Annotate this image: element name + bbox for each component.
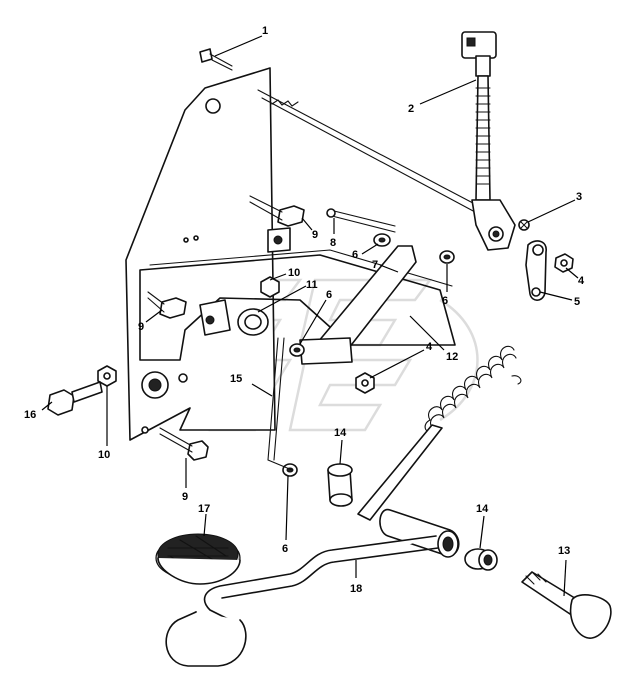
callout-10-a: 10 (269, 267, 300, 281)
svg-text:5: 5 (574, 296, 580, 308)
callout-9-c: 9 (182, 458, 188, 503)
svg-text:2: 2 (408, 103, 414, 115)
svg-text:9: 9 (182, 491, 188, 503)
pivot-bolt (521, 571, 612, 639)
spacer (199, 299, 269, 336)
mounting-plate (125, 67, 291, 441)
svg-text:14: 14 (334, 427, 347, 439)
bolt-middle (147, 291, 187, 319)
lock-nut-upper (260, 276, 280, 298)
bushing-b (439, 250, 455, 264)
bushing-c (289, 343, 305, 357)
callout-18: 18 (350, 560, 362, 595)
hex-bolt (47, 381, 103, 416)
svg-text:16: 16 (24, 409, 36, 421)
svg-text:9: 9 (138, 321, 144, 333)
pedal-rod (165, 535, 439, 667)
svg-text:15: 15 (230, 373, 242, 385)
flange-bushing-lower (464, 548, 498, 571)
svg-text:6: 6 (442, 295, 448, 307)
bushing-a (373, 233, 391, 247)
callout-6-a: 6 (352, 243, 379, 261)
cable-adjuster (461, 31, 516, 251)
svg-text:4: 4 (578, 275, 585, 287)
svg-text:4: 4 (426, 341, 433, 353)
callout-14-b: 14 (476, 503, 489, 549)
svg-text:3: 3 (576, 191, 582, 203)
lock-nut-lower (97, 365, 117, 387)
svg-text:7: 7 (372, 259, 378, 271)
callout-4-upper: 4 (565, 267, 585, 287)
callout-5: 5 (539, 291, 580, 308)
hex-nut-lower (355, 372, 375, 394)
svg-text:10: 10 (288, 267, 300, 279)
lever-arm (299, 245, 417, 365)
pedal-arm (357, 424, 460, 558)
svg-text:6: 6 (282, 543, 288, 555)
callout-16: 16 (24, 401, 53, 421)
link-rod (257, 89, 491, 221)
top-bolt (199, 48, 233, 71)
svg-text:8: 8 (330, 237, 336, 249)
callout-14-a: 14 (334, 427, 347, 465)
svg-text:9: 9 (312, 229, 318, 241)
bellcrank-lever (525, 240, 547, 301)
small-screw (518, 219, 530, 231)
callout-13: 13 (558, 545, 570, 597)
svg-text:18: 18 (350, 583, 362, 595)
return-spring (424, 345, 522, 433)
hex-nut-upper (554, 253, 574, 273)
callout-3: 3 (527, 191, 582, 223)
flange-bushing-upper (327, 463, 353, 507)
callout-6-c: 6 (299, 289, 332, 345)
control-rod (267, 337, 293, 471)
svg-text:1: 1 (262, 25, 268, 37)
callout-7: 7 (372, 259, 399, 273)
pedal-pad (155, 533, 241, 585)
callout-9-b: 9 (138, 309, 163, 333)
callout-17: 17 (198, 503, 210, 537)
bushing-d (282, 463, 298, 477)
svg-text:17: 17 (198, 503, 210, 515)
bolt-upper (249, 195, 305, 227)
callout-15: 15 (230, 373, 273, 397)
svg-text:10: 10 (98, 449, 110, 461)
svg-text:14: 14 (476, 503, 489, 515)
callout-1: 1 (214, 25, 268, 57)
svg-text:11: 11 (306, 279, 318, 291)
svg-text:6: 6 (326, 289, 332, 301)
callout-11: 11 (257, 279, 318, 313)
callout-10-b: 10 (98, 386, 110, 461)
svg-text:6: 6 (352, 249, 358, 261)
callout-12: 12 (409, 315, 458, 363)
callout-2: 2 (408, 79, 477, 115)
callout-6-d: 6 (282, 475, 289, 555)
callout-9-a: 9 (301, 217, 318, 241)
callout-6-b: 6 (442, 264, 448, 307)
svg-text:13: 13 (558, 545, 570, 557)
spring-clip (326, 208, 396, 233)
bolt-lower (159, 427, 209, 461)
callout-8: 8 (330, 218, 336, 249)
svg-text:12: 12 (446, 351, 458, 363)
callout-4-lower: 4 (369, 341, 433, 379)
